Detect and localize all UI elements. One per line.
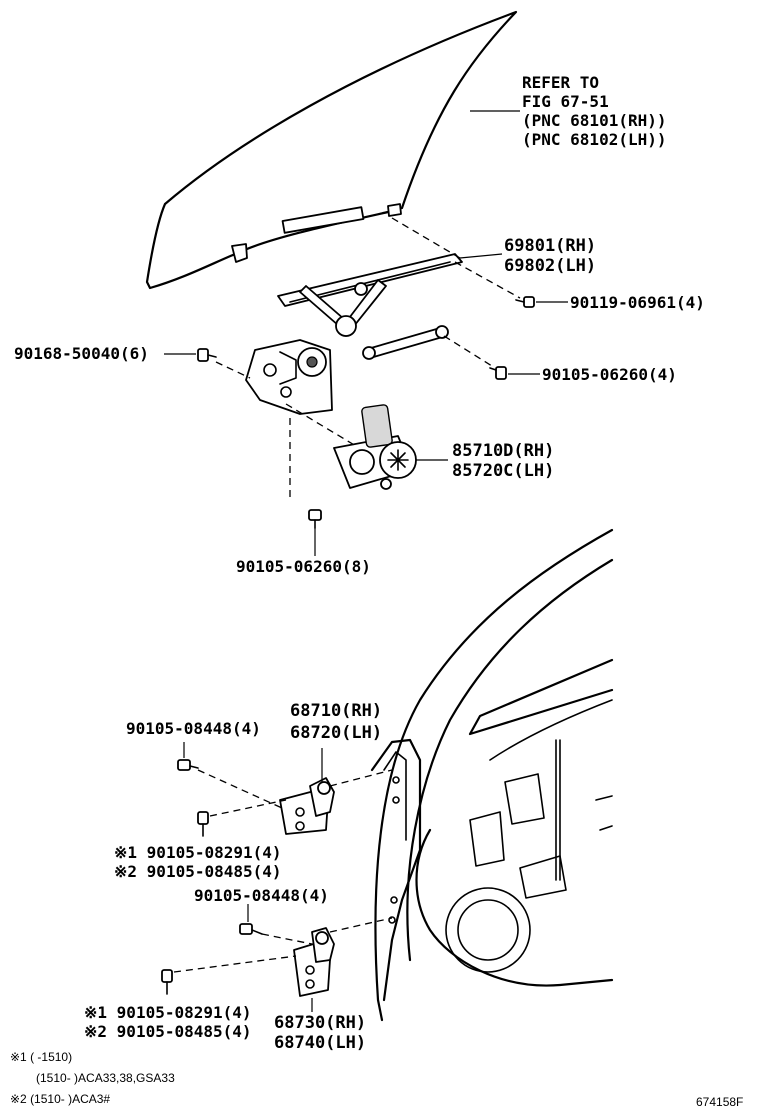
dash-upper-08291 [209, 799, 287, 817]
upper-hinge [279, 777, 335, 835]
refer-note-line3: (PNC 68101(RH)) [522, 111, 667, 130]
label-lower-08291: ※1 90105-08291(4) [84, 1003, 252, 1022]
footnote-1a: ※1 ( -1510) [10, 1050, 72, 1064]
refer-note-line2: FIG 67-51 [522, 92, 609, 111]
label-regulator-lh: 69802(LH) [504, 256, 596, 276]
door-body [370, 528, 614, 1022]
label-bolt-90119: 90119-06961(4) [570, 293, 705, 312]
refer-note-line4: (PNC 68102(LH)) [522, 130, 667, 149]
leader-regulator [459, 253, 503, 259]
dash-lower-08448 [261, 933, 313, 945]
footnote-2: ※2 (1510- )ACA3# [10, 1092, 110, 1106]
label-bolt-90168: 90168-50040(6) [14, 344, 149, 363]
label-hinge-lower-lh: 68740(LH) [274, 1033, 366, 1053]
bolt-upper-08448 [177, 759, 199, 771]
window-regulator [277, 253, 463, 360]
refer-note-line1: REFER TO [522, 73, 599, 92]
label-bolt-90105-8: 90105-06260(8) [236, 557, 371, 576]
bolt-lower-08291 [161, 969, 173, 995]
label-hinge-lower-rh: 68730(RH) [274, 1013, 366, 1033]
door-glass [145, 10, 518, 290]
bolt-lower-08448 [239, 923, 263, 935]
label-lower-08485: ※2 90105-08485(4) [84, 1022, 252, 1041]
bolt-90105-06260-8 [308, 509, 322, 529]
dash-upper-hinge-door [329, 769, 393, 787]
bolt-90105-06260-4 [489, 366, 507, 380]
regulator-motor [333, 404, 417, 490]
dash-lower-08291 [173, 955, 297, 973]
bolt-90168 [197, 348, 217, 362]
label-upper-08448: 90105-08448(4) [126, 719, 261, 738]
dash-glass-regulator [391, 217, 461, 259]
label-hinge-upper-lh: 68720(LH) [290, 723, 382, 743]
label-upper-08485: ※2 90105-08485(4) [114, 862, 282, 881]
bolt-90119 [515, 296, 535, 308]
dash-upper-08448 [197, 769, 283, 809]
dash-90168 [215, 361, 251, 379]
label-lower-08448: 90105-08448(4) [194, 886, 329, 905]
regulator-base-plate [245, 339, 333, 415]
label-hinge-upper-rh: 68710(RH) [290, 701, 382, 721]
dash-plate-motor [285, 403, 357, 447]
bolt-upper-08291 [197, 811, 209, 837]
label-motor-rh: 85710D(RH) [452, 441, 554, 461]
label-bolt-90105-4: 90105-06260(4) [542, 365, 677, 384]
lower-hinge [293, 927, 335, 997]
label-regulator-rh: 69801(RH) [504, 236, 596, 256]
footnote-1b: (1510- )ACA33,38,GSA33 [36, 1071, 175, 1085]
label-upper-08291: ※1 90105-08291(4) [114, 843, 282, 862]
label-motor-lh: 85720C(LH) [452, 461, 554, 481]
dash-lower-hinge-door [329, 917, 393, 933]
dash-90119 [454, 261, 521, 299]
figure-id: 674158F [696, 1095, 743, 1109]
dash-90105-4 [443, 335, 493, 367]
